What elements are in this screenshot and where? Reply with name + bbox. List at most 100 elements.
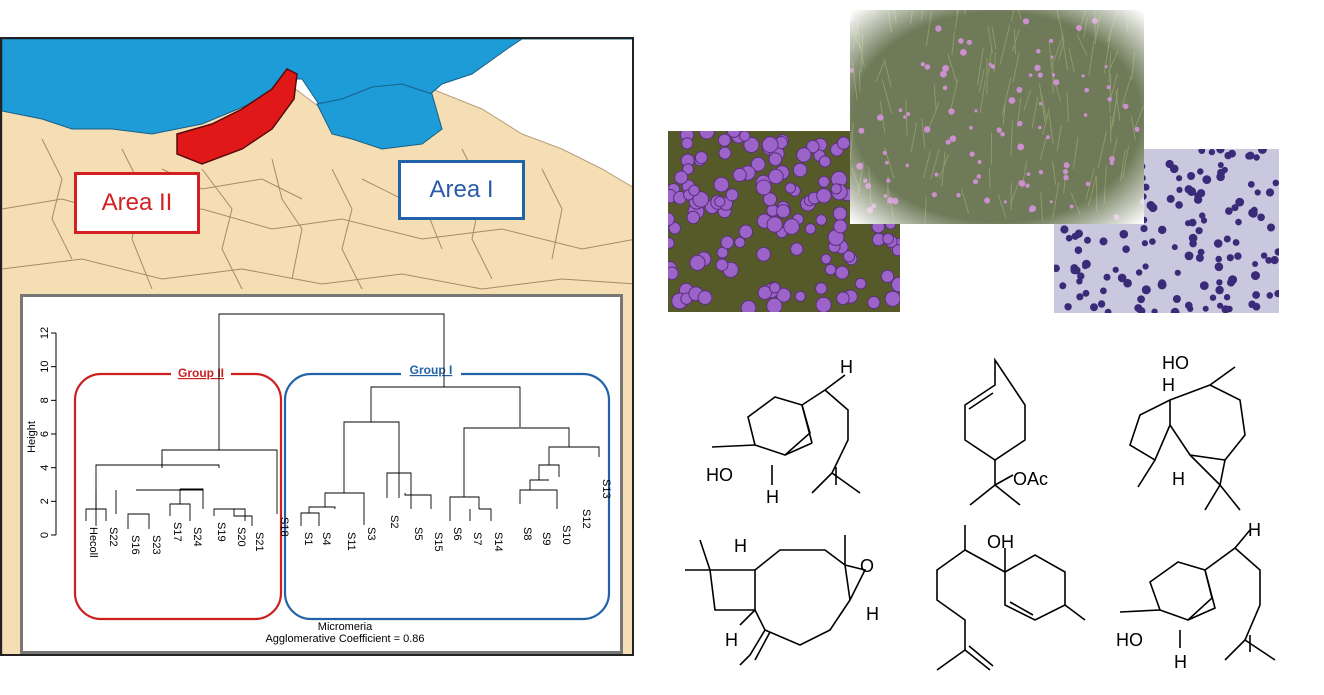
coccus-cell bbox=[1117, 273, 1127, 283]
coccus-cell bbox=[1076, 293, 1084, 301]
leaf-label: S13 bbox=[600, 479, 612, 499]
coccus-cell bbox=[1225, 207, 1233, 215]
coccus-cell bbox=[832, 206, 848, 221]
group-i-box bbox=[283, 372, 611, 621]
coccus-cell bbox=[835, 265, 850, 280]
coccus-cell bbox=[1223, 294, 1231, 301]
y-tick-label: 6 bbox=[39, 431, 51, 437]
coccus-cell bbox=[1247, 181, 1255, 188]
leaf-label: S23 bbox=[150, 535, 162, 555]
coccus-cell bbox=[1197, 168, 1204, 175]
coccus-cell bbox=[1172, 295, 1181, 303]
coccus-cell bbox=[1149, 238, 1156, 245]
coccus-cell bbox=[1202, 305, 1209, 312]
coccus-cell bbox=[1184, 185, 1193, 194]
coccus-cell bbox=[1074, 229, 1083, 238]
coccus-cell bbox=[1235, 197, 1245, 207]
coccus-cell bbox=[820, 253, 832, 265]
coccus-cell bbox=[668, 237, 675, 249]
coccus-cell bbox=[755, 179, 772, 196]
dendrogram-tree bbox=[85, 313, 600, 529]
coccus-cell bbox=[718, 146, 732, 160]
coccus-cell bbox=[1070, 264, 1079, 272]
coccus-cell bbox=[1272, 179, 1279, 187]
coccus-cell bbox=[1123, 278, 1132, 288]
bacteria-cocci-stained-photo bbox=[1054, 149, 1279, 313]
coccus-cell bbox=[1270, 256, 1279, 265]
molecule-2: OAc bbox=[964, 357, 1048, 506]
coccus-cell bbox=[817, 175, 830, 188]
leaf-label: S5 bbox=[412, 527, 424, 540]
coccus-cell bbox=[804, 223, 817, 235]
coccus-cell bbox=[1215, 285, 1224, 295]
coccus-cell bbox=[766, 216, 783, 233]
area-i-label: Area I bbox=[398, 160, 525, 220]
coccus-cell bbox=[790, 242, 804, 256]
coccus-cell bbox=[1208, 149, 1216, 156]
leaf-label: S10 bbox=[560, 525, 572, 545]
coccus-cell bbox=[720, 235, 735, 250]
leaf-label: S21 bbox=[253, 532, 265, 552]
leaf-label: S19 bbox=[215, 522, 227, 542]
coccus-cell bbox=[1059, 282, 1067, 290]
leaf-label: S3 bbox=[365, 527, 377, 540]
coccus-cell bbox=[1142, 263, 1149, 270]
coccus-cell bbox=[1209, 294, 1217, 301]
coccus-cell bbox=[1250, 206, 1258, 214]
coccus-cell bbox=[815, 214, 828, 226]
coccus-cell bbox=[1166, 194, 1175, 203]
coccus-cell bbox=[715, 258, 729, 272]
coccus-cell bbox=[1195, 253, 1204, 262]
coccus-cell bbox=[824, 263, 837, 276]
coccus-cell bbox=[1260, 252, 1268, 259]
coccus-cell bbox=[1274, 290, 1279, 298]
leaf-label: S20 bbox=[235, 527, 247, 547]
coccus-cell bbox=[1151, 308, 1158, 313]
bay-area bbox=[316, 83, 443, 150]
coccus-cell bbox=[1158, 225, 1167, 235]
coccus-cell bbox=[1103, 273, 1111, 281]
m4-h-top: H bbox=[734, 536, 747, 556]
coccus-cell bbox=[1216, 149, 1225, 154]
coccus-cell bbox=[1188, 218, 1197, 227]
y-tick-label: 4 bbox=[39, 465, 51, 471]
m6-ho: HO bbox=[1116, 630, 1143, 650]
group-ii-box bbox=[73, 372, 283, 621]
leaf-label: S17 bbox=[171, 522, 183, 542]
coefficient-label: Agglomerative Coefficient = 0.86 bbox=[265, 633, 424, 645]
coccus-cell bbox=[1157, 280, 1167, 290]
coccus-cell bbox=[1184, 251, 1194, 261]
coccus-cell bbox=[743, 136, 760, 154]
y-tick-label: 0 bbox=[39, 532, 51, 538]
coccus-cell bbox=[1171, 244, 1178, 251]
m5-oh: OH bbox=[987, 532, 1014, 552]
coccus-cell bbox=[1217, 162, 1224, 168]
coccus-cell bbox=[1216, 279, 1223, 286]
coccus-cell bbox=[1146, 201, 1156, 210]
coccus-cell bbox=[830, 183, 842, 195]
coccus-cell bbox=[854, 277, 867, 290]
coccus-cell bbox=[725, 188, 739, 202]
leaf-label: S14 bbox=[492, 532, 504, 552]
coccus-cell bbox=[1099, 237, 1108, 246]
coccus-cell bbox=[796, 147, 812, 163]
micromeria-plant-photo bbox=[850, 10, 1144, 224]
coccus-cell bbox=[833, 219, 848, 234]
coccus-cell bbox=[692, 191, 710, 208]
coccus-cell bbox=[768, 168, 784, 185]
m1-ho: HO bbox=[706, 465, 733, 485]
m4-h-bottom: H bbox=[725, 630, 738, 650]
coccus-cell bbox=[668, 266, 679, 281]
coccus-cell bbox=[717, 133, 732, 147]
coccus-cell bbox=[1141, 285, 1151, 295]
y-tick-label: 8 bbox=[39, 397, 51, 403]
coccus-cell bbox=[697, 290, 713, 306]
coccus-cell bbox=[1214, 262, 1224, 272]
coccus-cell bbox=[806, 139, 820, 154]
molecule-4: H O H H bbox=[685, 535, 879, 666]
coccus-cell bbox=[1254, 189, 1261, 196]
m6-h-bottom: H bbox=[1174, 652, 1187, 672]
coccus-cell bbox=[816, 187, 832, 204]
group-ii-label: Group II bbox=[178, 366, 224, 380]
coccus-cell bbox=[1267, 223, 1275, 232]
